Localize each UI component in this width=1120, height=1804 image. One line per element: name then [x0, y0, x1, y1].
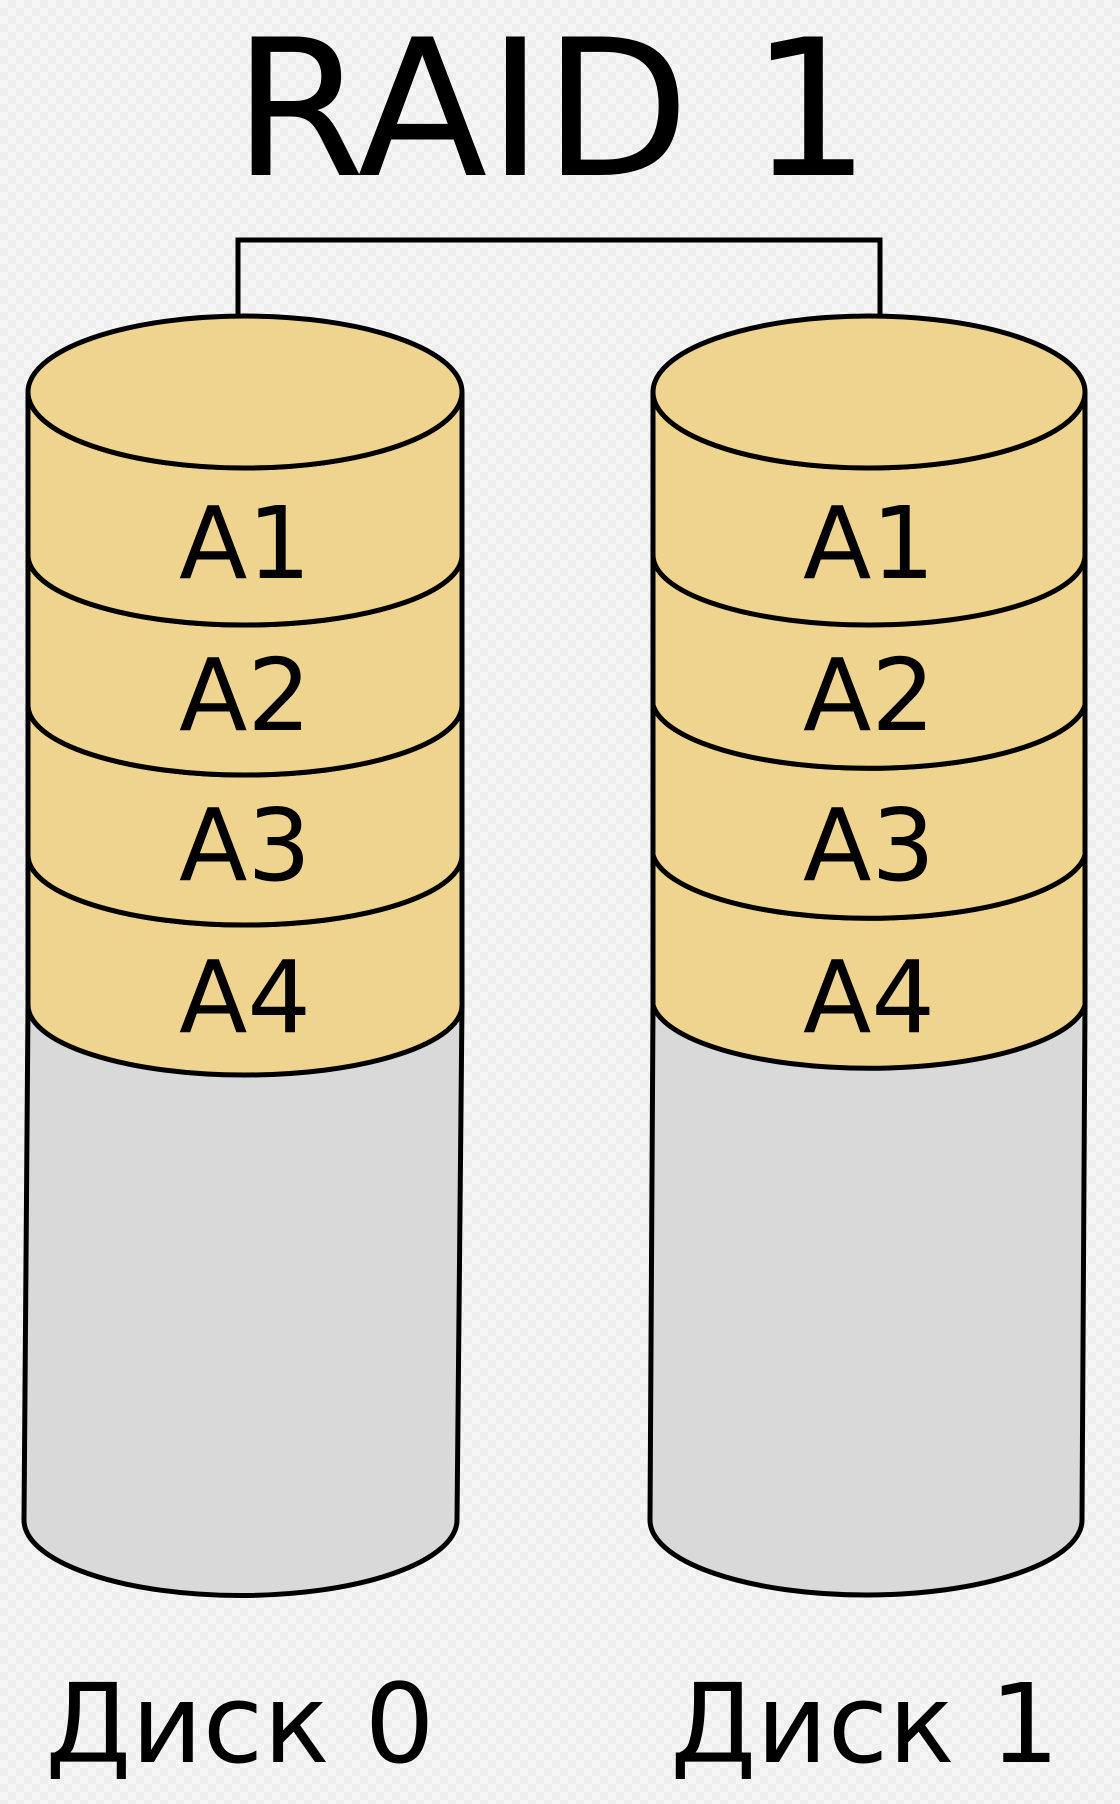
disk-1-block-a2-label: A2: [803, 637, 935, 754]
disk-0-block-a1-label: A1: [179, 485, 311, 602]
disk-1-block-a3-label: A3: [803, 787, 935, 904]
disk-1-block-a1-label: A1: [803, 485, 935, 602]
disk-1-empty-body: [647, 1004, 1088, 1598]
disk-0-label: Диск 0: [45, 1660, 434, 1788]
disk-0: A1 A2 A3 A4: [21, 313, 465, 1599]
disk-0-block-a2-label: A2: [179, 637, 311, 754]
disk-1: A1 A2 A3 A4: [647, 313, 1088, 1598]
disk-1-block-a4-label: A4: [803, 939, 935, 1056]
disk-0-top-cap: [25, 313, 465, 471]
disk-0-block-a4-label: A4: [179, 939, 311, 1056]
disk-0-block-a3-label: A3: [179, 787, 311, 904]
diagram-title: RAID 1: [233, 0, 871, 220]
disk-0-empty-body: [21, 1004, 465, 1599]
disk-1-label: Диск 1: [670, 1660, 1059, 1788]
disk-1-top-cap: [650, 313, 1088, 471]
